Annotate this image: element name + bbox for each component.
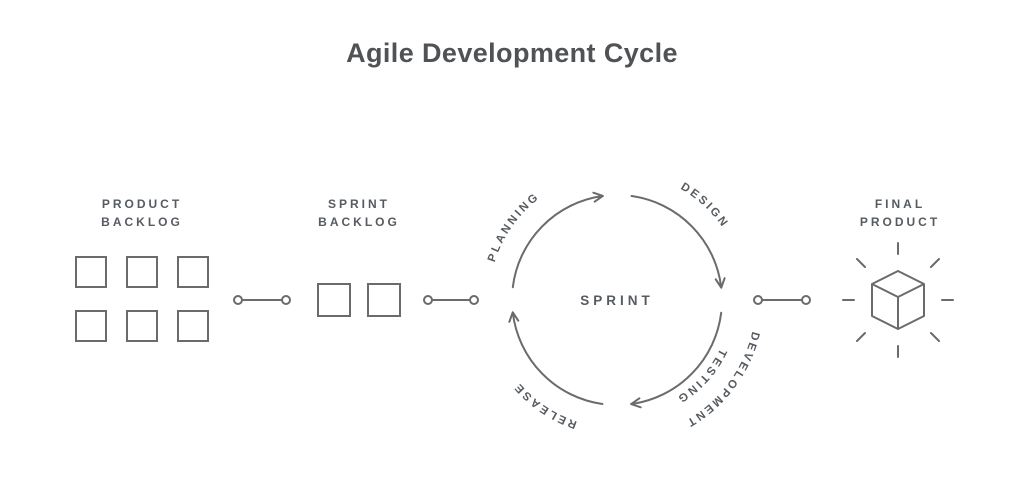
product-backlog-label: PRODUCT BACKLOG — [42, 195, 242, 231]
backlog-item-square — [75, 256, 107, 288]
backlog-item-square — [317, 283, 351, 317]
backlog-item-square — [126, 310, 158, 342]
backlog-item-square — [177, 256, 209, 288]
sprint-backlog-items — [317, 283, 401, 317]
final-product-label: FINAL PRODUCT — [800, 195, 1000, 231]
backlog-item-square — [177, 310, 209, 342]
cycle-arc-development-testing — [630, 311, 723, 409]
product-backlog-label-line2: BACKLOG — [101, 215, 183, 229]
shining-cube-icon — [842, 242, 954, 358]
cycle-arc-planning — [511, 191, 604, 289]
product-backlog-label-line1: PRODUCT — [101, 197, 183, 211]
backlog-item-square — [75, 310, 107, 342]
cube-icon — [871, 270, 925, 330]
sprint-center-label: SPRINT — [580, 293, 654, 308]
sprint-backlog-label-line1: SPRINT — [327, 197, 390, 211]
cycle-arc-release — [508, 311, 604, 405]
sprint-backlog-label-line2: BACKLOG — [318, 215, 400, 229]
sprint-center-label-text: SPRINT — [580, 293, 654, 308]
phase-label-design: DESIGN — [679, 181, 729, 231]
phase-label-design-text: DESIGN — [679, 181, 731, 231]
connector-sprint-to-cycle — [423, 295, 479, 305]
connector-node-icon — [423, 295, 433, 305]
connector-cycle-to-final — [753, 295, 811, 305]
product-backlog-items — [75, 256, 209, 342]
phase-label-planning: PLANNING — [486, 190, 540, 263]
backlog-item-square — [367, 283, 401, 317]
cycle-arc-design — [630, 195, 726, 289]
connector-node-icon — [233, 295, 243, 305]
final-product-label-line1: FINAL — [874, 197, 926, 211]
connector-node-icon — [281, 295, 291, 305]
phase-label-release-text: RELEASE — [511, 379, 578, 430]
connector-product-to-sprint — [233, 295, 291, 305]
final-product-label-line2: PRODUCT — [859, 215, 941, 229]
sprint-cycle: SPRINT PLANNING DESIGN DEVELOPMENT TESTI… — [486, 181, 759, 430]
connector-node-icon — [469, 295, 479, 305]
connector-node-icon — [753, 295, 763, 305]
page-title: Agile Development Cycle — [346, 38, 678, 68]
phase-label-release: RELEASE — [511, 379, 575, 430]
connector-node-icon — [801, 295, 811, 305]
backlog-item-square — [126, 256, 158, 288]
sprint-backlog-label: SPRINT BACKLOG — [259, 195, 459, 231]
cube-rays-icon — [842, 242, 954, 358]
phase-label-planning-text: PLANNING — [486, 190, 542, 263]
